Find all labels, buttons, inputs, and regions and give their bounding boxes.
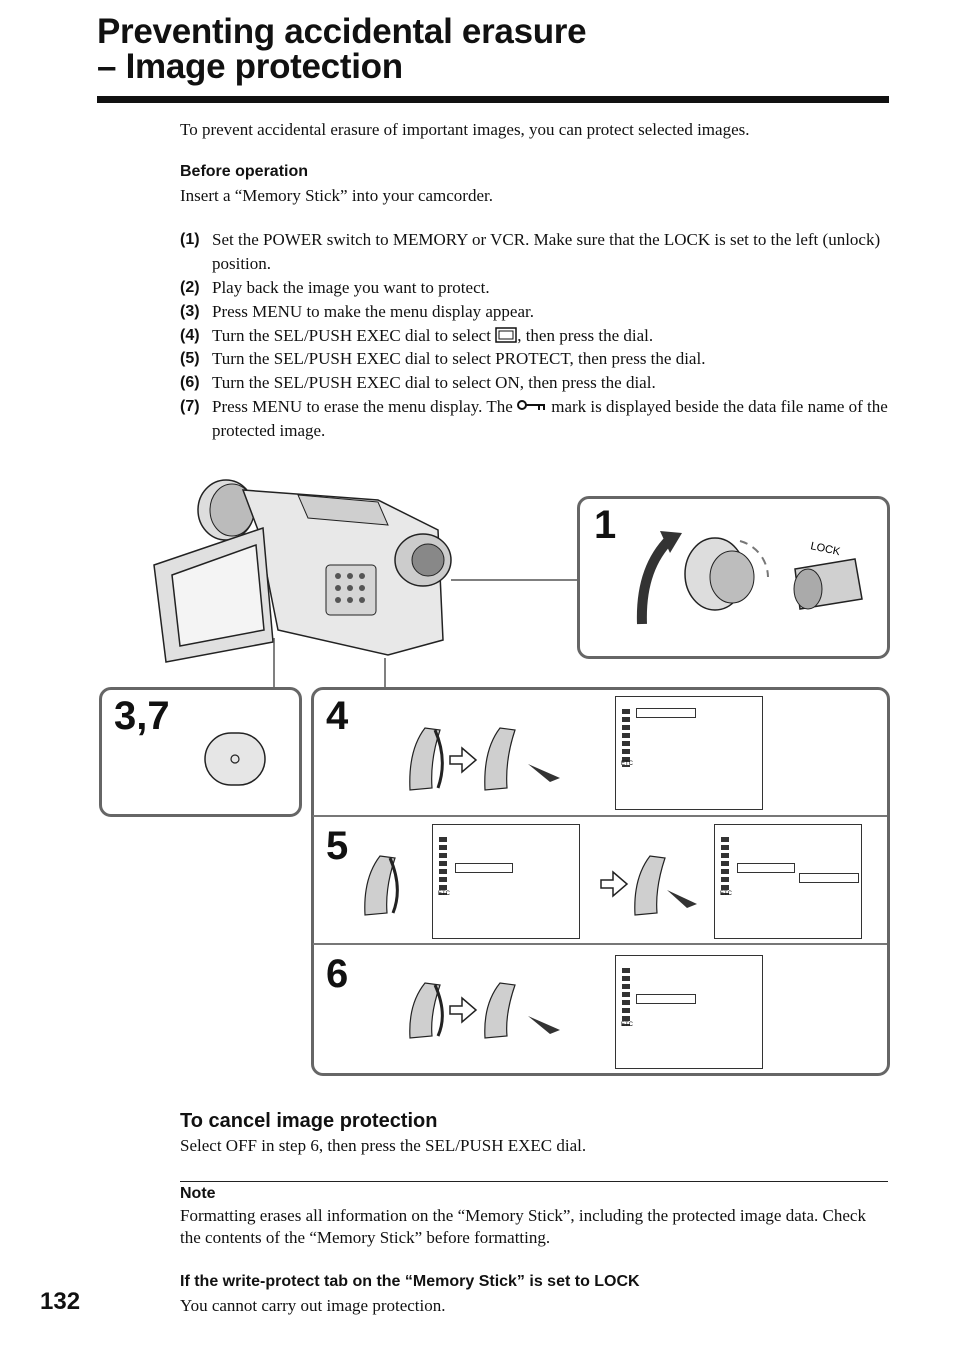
step-text: Turn the SEL/PUSH EXEC dial to select ON… bbox=[212, 373, 656, 392]
connector-lines bbox=[273, 579, 578, 688]
step-text-before: Press MENU to erase the menu display. Th… bbox=[212, 397, 513, 416]
step-7: (7) Press MENU to erase the menu display.… bbox=[180, 395, 888, 443]
panel-step-3-7: 3,7 bbox=[99, 687, 302, 817]
panel-divider bbox=[313, 815, 887, 817]
before-operation-text: Insert a “Memory Stick” into your camcor… bbox=[180, 186, 493, 205]
page-title-line-2: – Image protection bbox=[97, 47, 403, 86]
menu-highlight-box bbox=[636, 994, 696, 1004]
step-text: Turn the SEL/PUSH EXEC dial to select PR… bbox=[212, 349, 706, 368]
panel-6-label: 6 bbox=[326, 952, 349, 996]
menu-button-icon bbox=[204, 732, 266, 786]
cancel-text: Select OFF in step 6, then press the SEL… bbox=[180, 1136, 587, 1155]
note-text: Formatting erases all information on the… bbox=[180, 1206, 866, 1247]
panel-step-1: 1 LOCK bbox=[577, 496, 890, 659]
menu-etc-label: ETC bbox=[720, 891, 732, 897]
menu-etc-label: ETC bbox=[621, 761, 633, 767]
page-title: Preventing accidental erasure – Image pr… bbox=[97, 12, 587, 86]
menu-icons-column bbox=[622, 709, 630, 767]
step-3: (3) Press MENU to make the menu display a… bbox=[180, 300, 888, 324]
power-switch-illustration: LOCK bbox=[636, 531, 863, 625]
panel-label: 3,7 bbox=[114, 694, 170, 738]
menu-highlight-box bbox=[737, 863, 795, 873]
panel-label: 1 bbox=[594, 503, 617, 547]
step-number: (6) bbox=[180, 374, 200, 391]
dial-turn-press-illustration-5 bbox=[364, 855, 697, 916]
before-operation-heading: Before operation bbox=[180, 163, 309, 180]
menu-etc-label: ETC bbox=[438, 891, 450, 897]
memory-menu-icon bbox=[495, 327, 517, 343]
menu-icons-column bbox=[721, 837, 729, 895]
menu-screen-step-6: ETC bbox=[615, 955, 763, 1069]
note-rule bbox=[180, 1181, 888, 1182]
menu-highlight-box bbox=[636, 708, 696, 718]
menu-highlight-box bbox=[455, 863, 513, 873]
step-text-before: Turn the SEL/PUSH EXEC dial to select bbox=[212, 326, 491, 345]
panel-4-label: 4 bbox=[326, 694, 349, 738]
step-number: (3) bbox=[180, 303, 200, 320]
camcorder-illustration bbox=[153, 479, 452, 663]
step-text: Play back the image you want to protect. bbox=[212, 278, 490, 297]
page-title-line-1: Preventing accidental erasure bbox=[97, 12, 587, 51]
menu-screen-step-5b: ETC bbox=[714, 824, 862, 939]
lock-tab-heading: If the write-protect tab on the “Memory … bbox=[180, 1273, 640, 1290]
cancel-heading: To cancel image protection bbox=[180, 1110, 438, 1132]
intro-text: To prevent accidental erasure of importa… bbox=[180, 120, 750, 139]
panel-divider bbox=[313, 943, 887, 945]
menu-screen-step-4: ETC bbox=[615, 696, 763, 810]
menu-icons-column bbox=[439, 837, 447, 895]
step-number: (2) bbox=[180, 279, 200, 296]
step-1: (1) Set the POWER switch to MEMORY or VCR… bbox=[180, 228, 888, 276]
menu-screen-step-5a: ETC bbox=[432, 824, 580, 939]
step-6: (6) Turn the SEL/PUSH EXEC dial to select… bbox=[180, 371, 888, 395]
step-text: Press MENU to make the menu display appe… bbox=[212, 302, 534, 321]
step-text-after: , then press the dial. bbox=[517, 326, 654, 345]
menu-etc-label: ETC bbox=[621, 1022, 633, 1028]
step-2: (2) Play back the image you want to prote… bbox=[180, 276, 888, 300]
step-text: Set the POWER switch to MEMORY or VCR. M… bbox=[212, 230, 881, 273]
submenu-highlight-box bbox=[799, 873, 859, 883]
protect-key-icon bbox=[517, 400, 545, 410]
lock-tab-text: You cannot carry out image protection. bbox=[180, 1296, 446, 1315]
page-number: 132 bbox=[40, 1288, 81, 1315]
step-number: (5) bbox=[180, 350, 200, 367]
step-4: (4) Turn the SEL/PUSH EXEC dial to select… bbox=[180, 324, 888, 348]
step-number: (4) bbox=[180, 327, 200, 344]
dial-turn-press-illustration-4 bbox=[409, 727, 560, 791]
title-rule bbox=[97, 96, 889, 103]
dial-turn-press-illustration-6 bbox=[409, 982, 560, 1039]
step-text-after: mark is displayed beside the data file n… bbox=[212, 397, 888, 440]
lock-label: LOCK bbox=[809, 540, 841, 558]
panel-5-label: 5 bbox=[326, 824, 349, 868]
step-5: (5) Turn the SEL/PUSH EXEC dial to select… bbox=[180, 347, 888, 371]
step-number: (1) bbox=[180, 231, 200, 248]
note-heading: Note bbox=[180, 1185, 216, 1202]
menu-icons-column bbox=[622, 968, 630, 1026]
step-number: (7) bbox=[180, 398, 200, 415]
